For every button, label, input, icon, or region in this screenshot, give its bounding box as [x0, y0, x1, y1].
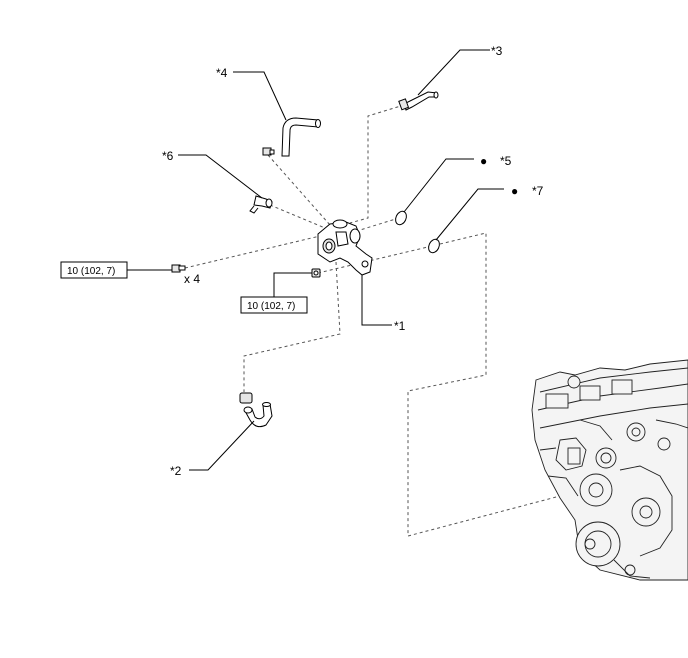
bolt-quantity: x 4 [184, 272, 200, 286]
torque-value-center: 10 (102, 7) [247, 301, 295, 312]
callout-2: *2 [170, 464, 182, 478]
engine-block [531, 359, 688, 581]
part-4-hose [262, 117, 321, 157]
leader-lines [127, 49, 504, 471]
part-3-hose [398, 91, 439, 111]
callout-6: *6 [162, 149, 174, 163]
callout-4: *4 [216, 66, 228, 80]
part-6-pipe [249, 195, 273, 214]
part-5-o-ring [395, 210, 407, 226]
part-7-o-ring [428, 238, 440, 254]
part-1-water-inlet-housing [317, 219, 373, 281]
assembly-guide-lines [184, 104, 561, 537]
callout-5: *5 [500, 154, 512, 168]
callout-1: *1 [394, 319, 406, 333]
bullet-7: ● [511, 184, 518, 198]
callout-3: *3 [491, 44, 503, 58]
torque-value-left: 10 (102, 7) [67, 266, 115, 277]
bolt [171, 264, 186, 273]
bullet-5: ● [480, 154, 487, 168]
nut [311, 268, 321, 278]
part-2-hose [239, 392, 273, 428]
torque-box-left: 10 (102, 7) [60, 261, 128, 279]
callout-7: *7 [532, 184, 544, 198]
torque-box-center: 10 (102, 7) [240, 296, 308, 314]
